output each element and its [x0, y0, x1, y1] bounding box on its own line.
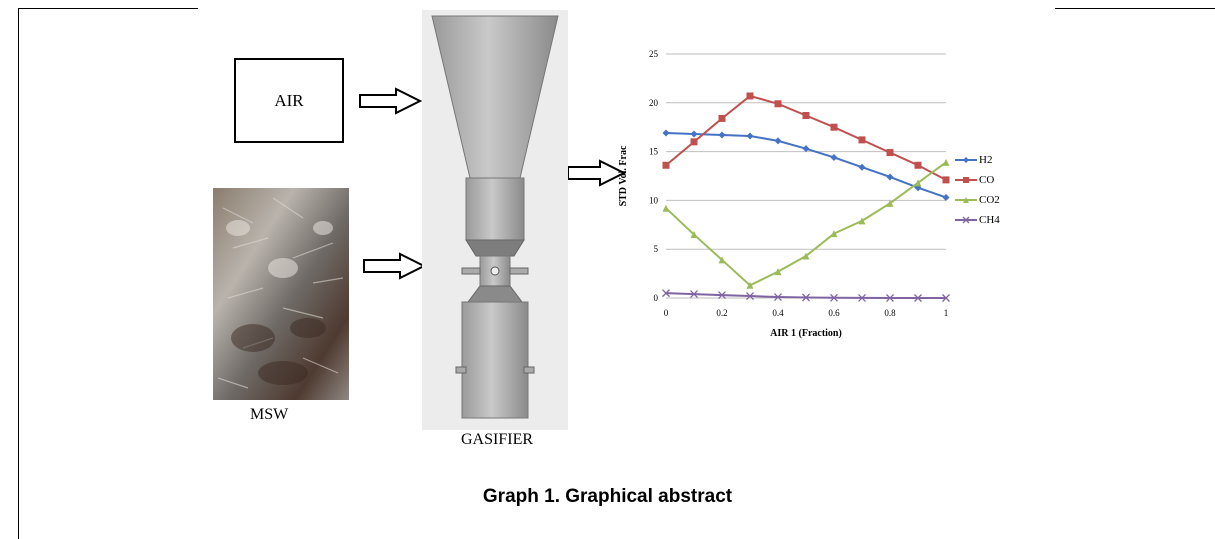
data-point-ch4 [914, 294, 922, 302]
data-point-h2 [746, 132, 754, 140]
x-tick-label: 0 [664, 308, 669, 318]
x-tick-label: 0.4 [772, 308, 784, 318]
data-point-ch4 [746, 292, 754, 301]
data-point-ch4 [774, 293, 782, 301]
y-tick-label: 15 [649, 147, 659, 157]
data-point-co [718, 114, 726, 122]
legend-marker [955, 216, 977, 224]
data-point-h2 [718, 131, 726, 139]
series-line-h2 [665, 132, 947, 199]
data-point-co [914, 161, 922, 169]
y-tick-label: 10 [649, 195, 659, 205]
air-arrow [359, 87, 422, 115]
legend-marker [955, 197, 977, 203]
legend-item-h2: H2 [955, 150, 1000, 170]
series-line-co [665, 94, 947, 181]
data-point-co [830, 123, 838, 131]
output-arrow [567, 159, 626, 187]
data-point-co [746, 92, 754, 100]
data-point-co [690, 138, 698, 146]
data-point-co2 [802, 252, 810, 260]
figure-caption: Graph 1. Graphical abstract [482, 486, 733, 507]
data-point-h2 [774, 137, 782, 145]
gasifier-drawing [431, 15, 559, 419]
legend-label: CO2 [979, 194, 1000, 206]
y-tick-label: 20 [649, 98, 659, 108]
data-point-ch4 [718, 291, 726, 300]
x-tick-label: 0.8 [884, 308, 896, 318]
data-point-co2 [662, 204, 670, 212]
frame-left-line [18, 8, 19, 539]
data-point-co2 [886, 199, 894, 207]
data-point-co2 [942, 158, 950, 166]
air-box: AIR [234, 58, 344, 143]
data-point-h2 [802, 145, 810, 153]
x-tick-label: 0.2 [716, 308, 727, 318]
legend-item-ch4: CH4 [955, 210, 1000, 230]
y-axis-label: STD Vol. Frac [618, 145, 629, 206]
y-tick-label: 0 [654, 293, 659, 303]
data-point-h2 [662, 129, 670, 137]
msw-label: MSW [250, 406, 289, 423]
legend-label: CO [979, 174, 995, 186]
msw-arrow [363, 252, 426, 280]
data-point-ch4 [830, 293, 838, 302]
data-point-co2 [858, 217, 866, 225]
legend-label: H2 [979, 154, 993, 166]
data-point-h2 [886, 173, 894, 181]
x-tick-label: 1 [944, 308, 949, 318]
data-point-co2 [690, 231, 698, 239]
frame-top-right-line [1055, 8, 1215, 9]
y-tick-label: 5 [654, 244, 659, 254]
data-point-co2 [746, 281, 754, 289]
msw-photo [213, 188, 349, 400]
legend-item-co: CO [955, 170, 1000, 190]
frame-top-left-line [18, 8, 198, 9]
legend-item-co2: CO2 [955, 190, 1000, 210]
data-point-ch4 [942, 294, 950, 302]
data-point-h2 [830, 153, 838, 161]
data-point-ch4 [690, 290, 698, 299]
data-point-co [942, 176, 950, 184]
data-point-ch4 [886, 294, 894, 302]
data-point-co [886, 149, 894, 157]
data-point-ch4 [858, 293, 866, 302]
air-label: AIR [274, 90, 304, 110]
data-point-h2 [942, 193, 950, 201]
data-point-co2 [774, 268, 782, 276]
x-tick-label: 0.6 [828, 308, 840, 318]
legend-label: CH4 [979, 214, 1000, 226]
data-point-co [662, 161, 670, 169]
legend-marker [955, 177, 977, 183]
x-axis-label: AIR 1 (Fraction) [770, 328, 842, 339]
data-point-ch4 [802, 293, 810, 302]
data-point-co2 [914, 179, 922, 187]
gasifier-label: GASIFIER [461, 431, 534, 448]
data-point-co [858, 136, 866, 144]
series-line-co2 [665, 161, 947, 287]
data-point-h2 [690, 130, 698, 138]
data-point-co [802, 111, 810, 119]
data-point-co [774, 100, 782, 108]
y-tick-label: 25 [649, 49, 659, 59]
data-point-co2 [830, 230, 838, 238]
legend-marker [955, 157, 977, 163]
data-point-ch4 [662, 289, 670, 298]
data-point-h2 [858, 163, 866, 171]
data-point-co2 [718, 256, 726, 264]
